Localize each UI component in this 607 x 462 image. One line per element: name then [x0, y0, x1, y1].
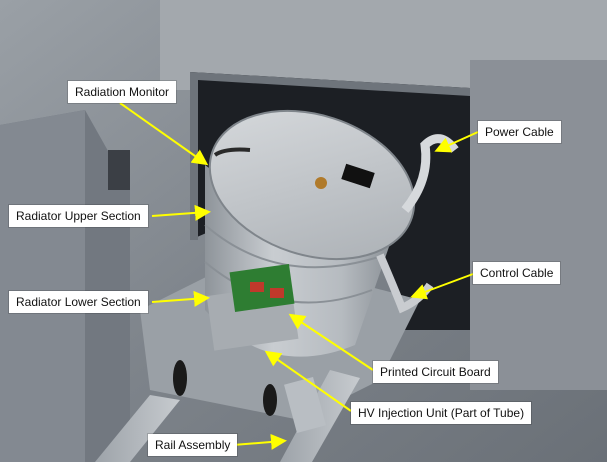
label-printed-circuit-board: Printed Circuit Board: [373, 361, 498, 383]
pcb-component-1: [250, 282, 264, 292]
right-wall-panel: [470, 60, 607, 390]
pcb-component-2: [270, 288, 284, 298]
top-center-plug: [315, 177, 327, 189]
label-radiator-lower-section: Radiator Lower Section: [9, 291, 148, 313]
top-nameplate: [341, 163, 375, 189]
opening-frame: [190, 72, 470, 240]
cabinet-vent: [108, 150, 130, 190]
label-power-cable: Power Cable: [478, 121, 561, 143]
label-rail-assembly: Rail Assembly: [148, 434, 238, 456]
monitor-cable: [213, 147, 251, 157]
label-control-cable: Control Cable: [473, 262, 561, 284]
rail-left: [95, 395, 180, 462]
left-cabinet-face: [0, 110, 85, 462]
radiator-top-cap: [209, 110, 415, 260]
top-cap-rim: [208, 109, 416, 261]
knob-right: [263, 384, 277, 416]
knob-left: [173, 360, 187, 396]
label-radiator-upper-section: Radiator Upper Section: [9, 205, 148, 227]
label-hv-injection-unit: HV Injection Unit (Part of Tube): [351, 402, 532, 424]
label-radiation-monitor: Radiation Monitor: [68, 81, 177, 103]
